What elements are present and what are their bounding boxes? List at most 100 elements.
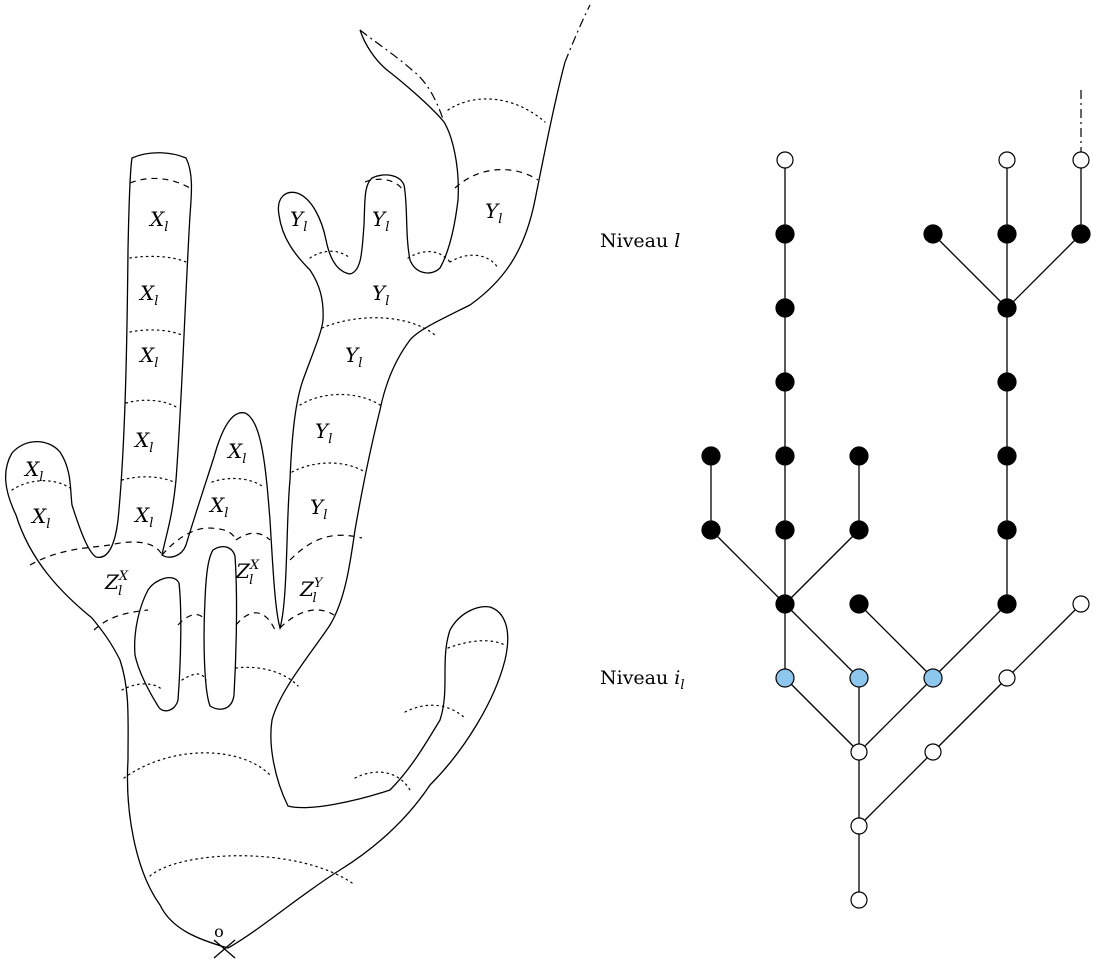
region-label-x-l: Xl: [138, 343, 158, 371]
tree-node-filled: [775, 298, 795, 318]
cut-dotted: [121, 683, 163, 691]
cut-dashed: [129, 177, 191, 189]
tree-node-highlighted: [923, 668, 943, 688]
cut-dotted: [404, 704, 466, 719]
cut-dashed: [279, 609, 335, 629]
tree-node-open: [1072, 151, 1090, 169]
region-label-x-l: Xl: [23, 457, 43, 485]
tree-node-filled: [997, 298, 1017, 318]
tree-node-filled: [701, 520, 721, 540]
tree-node-filled: [849, 446, 869, 466]
tree-edge: [1006, 603, 1082, 679]
region-label-y-l: Yl: [485, 199, 502, 227]
region-outline: [4, 29, 459, 949]
cut-dotted: [309, 250, 351, 259]
cut-dotted: [354, 771, 411, 791]
tree-edges: [710, 160, 1082, 900]
tree-edge: [858, 751, 934, 827]
tree-node-highlighted: [849, 668, 869, 688]
region-label-y-l: Yl: [315, 419, 332, 447]
tree-figure: Niveau l Niveau il: [600, 90, 1091, 909]
region-label-y-l: Yl: [290, 207, 307, 235]
cut-dashed: [364, 178, 405, 193]
tree-node-filled: [849, 520, 869, 540]
cut-dotted: [449, 254, 499, 269]
tree-node-filled: [775, 372, 795, 392]
region-label-x-l: Xl: [208, 493, 228, 521]
cut-dashed: [289, 534, 363, 561]
tree-node-open: [924, 743, 942, 761]
region-label-y-l: Yl: [310, 495, 327, 523]
tree-edge: [784, 529, 860, 605]
tree-edge: [932, 233, 1008, 309]
extension-right: [564, 4, 591, 63]
inner-hole-left: [134, 576, 182, 712]
cut-dashed: [235, 532, 271, 541]
cut-dotted: [447, 98, 546, 123]
region-label-y-l: Yl: [345, 343, 362, 371]
cut-dotted: [291, 462, 366, 473]
tree-node-filled: [997, 520, 1017, 540]
tree-node-open: [776, 151, 794, 169]
level-l-label: Niveau l: [600, 230, 680, 252]
tree-node-open: [850, 743, 868, 761]
cut-dashed: [454, 169, 539, 189]
tree-node-filled: [775, 224, 795, 244]
region-outline-right: [227, 61, 566, 949]
tree-node-open: [1072, 595, 1090, 613]
extension-left: [359, 29, 445, 123]
cut-dotted: [129, 255, 187, 263]
tree-node-filled: [775, 594, 795, 614]
cut-dotted: [235, 666, 299, 687]
cut-dashed: [177, 614, 206, 626]
tree-node-open: [850, 891, 868, 909]
region-label-y-l: Yl: [372, 207, 389, 235]
cut-dotted: [447, 640, 506, 649]
tree-node-filled: [997, 446, 1017, 466]
tree-edge: [858, 603, 934, 679]
region-label-x-l: Xl: [138, 281, 158, 309]
tree-edge: [784, 603, 860, 679]
tree-node-filled: [775, 520, 795, 540]
tree-node-filled: [997, 372, 1017, 392]
tree-node-open: [850, 817, 868, 835]
cut-dotted: [121, 476, 175, 483]
cut-dotted: [123, 752, 271, 779]
tree-node-filled: [849, 594, 869, 614]
tree-node-filled: [923, 224, 943, 244]
tree-node-open: [998, 151, 1016, 169]
cut-dotted: [11, 480, 71, 491]
region-label-x-l: Xl: [133, 503, 153, 531]
cut-dotted: [299, 393, 381, 406]
tree-node-highlighted: [775, 668, 795, 688]
cut-dashed: [93, 609, 149, 631]
tree-edge: [932, 603, 1008, 679]
cut-dashed: [235, 612, 276, 631]
region-label-x-l: Xl: [30, 504, 50, 532]
region-label-y-l: Yl: [372, 281, 389, 309]
tree-edge: [1006, 233, 1082, 309]
tree-node-filled: [775, 446, 795, 466]
cut-dashed: [161, 527, 237, 556]
tree-node-filled: [701, 446, 721, 466]
level-il-label: Niveau il: [600, 667, 685, 693]
cut-dotted: [181, 673, 207, 681]
tree-node-filled: [997, 224, 1017, 244]
cut-dashed: [29, 541, 163, 566]
tree-node-filled: [997, 594, 1017, 614]
cut-dotted: [149, 855, 356, 886]
tree-node-open: [998, 669, 1016, 687]
cut-dotted: [211, 477, 263, 487]
cut-dotted: [125, 399, 179, 409]
region-label-x-l: Xl: [226, 439, 246, 467]
tree-edge: [932, 677, 1008, 753]
region-label-x-l: Xl: [133, 428, 153, 456]
origin-label: o: [214, 922, 224, 941]
region-label-x-l: Xl: [148, 207, 168, 235]
